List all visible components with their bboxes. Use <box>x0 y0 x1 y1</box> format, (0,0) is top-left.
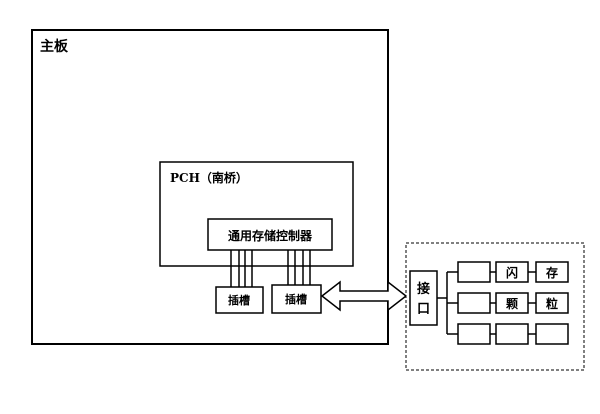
flash-chip-r1c2 <box>495 261 529 283</box>
slot-1-label: 插槽 <box>228 293 250 307</box>
flash-char-3: 颗 <box>506 297 518 311</box>
flash-chip-r2c2 <box>495 292 529 314</box>
flash-char-1: 闪 <box>506 266 518 280</box>
interface-label-line2: 口 <box>417 302 430 317</box>
interface-box <box>409 270 438 326</box>
flash-char-2: 存 <box>545 265 558 280</box>
slot-1-box <box>215 286 264 314</box>
bus-lines-slot1 <box>230 250 253 287</box>
slot-2-box <box>271 284 322 314</box>
flash-chip-r1c1 <box>457 261 491 283</box>
flash-chip-r1c3 <box>535 261 569 283</box>
storage-controller-box <box>207 218 333 251</box>
flash-char-4: 粒 <box>546 296 558 311</box>
bus-lines-slot2 <box>287 250 311 285</box>
flash-chip-r2c1 <box>457 292 491 314</box>
pch-label: PCH（南桥） <box>170 170 248 185</box>
flash-chip-r3c3 <box>535 323 569 345</box>
interface-label-line1: 接 <box>417 281 430 297</box>
mainboard-label: 主板 <box>40 38 69 55</box>
flash-channel-wiring <box>437 271 536 335</box>
storage-controller-label: 通用存储控制器 <box>228 228 313 243</box>
flash-chip-r3c1 <box>457 323 491 345</box>
flash-chip-r2c3 <box>535 292 569 314</box>
slot-2-label: 插槽 <box>285 292 307 306</box>
flash-chip-r3c2 <box>495 323 529 345</box>
